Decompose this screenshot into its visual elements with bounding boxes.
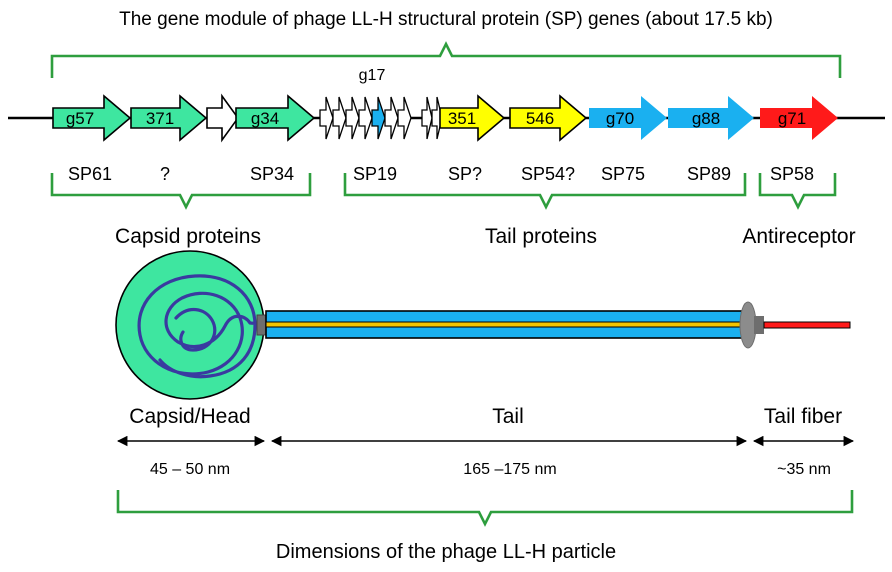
gene-g17-label: g17 [359, 67, 386, 84]
protein-label-unknown: ? [160, 164, 170, 184]
part-label-capsid: Capsid/Head [129, 405, 250, 428]
gene-label: 351 [448, 109, 476, 128]
small-gene-arrow [371, 96, 386, 140]
baseplate-connector [754, 316, 764, 334]
small-gene-arrow [421, 96, 433, 140]
size-label-capsid: 45 – 50 nm [150, 461, 230, 478]
antireceptor-bracket [758, 173, 837, 210]
gene-arrow-shape [439, 94, 506, 142]
gene-arrow-shape [668, 96, 754, 140]
gene-label: g57 [66, 109, 94, 128]
gene-arrow-shape [235, 94, 316, 142]
gene-label: g88 [692, 109, 720, 128]
tail-proteins-bracket [343, 173, 747, 210]
footer-caption: Dimensions of the phage LL-H particle [276, 541, 616, 563]
small-gene-arrow [332, 96, 347, 140]
gene-arrow-351: 351 [439, 94, 506, 142]
part-label-tail: Tail [492, 405, 524, 428]
tail-fiber [763, 321, 851, 329]
group-label-capsid: Capsid proteins [115, 225, 261, 248]
gene-arrow-g34: g34 [235, 94, 316, 142]
gene-arrow-shape [509, 94, 588, 142]
gene-arrow-shape [206, 93, 239, 143]
gene-arrow-shape [589, 96, 667, 140]
protein-label-sp61: SP61 [68, 164, 112, 184]
phage-particle [115, 250, 851, 400]
size-label-tail: 165 –175 nm [463, 461, 556, 478]
tail-tube-inner [265, 321, 749, 328]
baseplate [739, 301, 757, 349]
small-gene-arrow [384, 96, 399, 140]
gene-arrow-371: 371 [130, 94, 208, 142]
group-label-antireceptor: Antireceptor [742, 225, 855, 248]
gene-label: 371 [146, 109, 174, 128]
gene-arrow-546: 546 [509, 94, 588, 142]
particle-dimensions-bracket [116, 490, 854, 527]
capsid-proteins-bracket [50, 173, 312, 210]
gene-arrow-g88: g88 [668, 96, 754, 140]
part-label-tail-fiber: Tail fiber [764, 405, 842, 428]
protein-label-sp89: SP89 [687, 164, 731, 184]
gene-module-bracket [50, 41, 842, 78]
small-gene-arrow [319, 96, 334, 140]
small-gene-arrow [358, 96, 373, 140]
small-gene-cluster [319, 96, 443, 140]
protein-label-sp34: SP34 [250, 164, 294, 184]
small-gene-arrow [397, 96, 412, 140]
gene-arrow-white [206, 93, 239, 143]
gene-label: g71 [778, 109, 806, 128]
gene-label: 546 [526, 109, 554, 128]
protein-label-sp19: SP19 [353, 164, 397, 184]
gene-arrow-shape [52, 94, 132, 142]
protein-label-sp-unknown: SP? [448, 164, 482, 184]
diagram-title: The gene module of phage LL-H structural… [119, 9, 773, 30]
protein-label-sp75: SP75 [601, 164, 645, 184]
gene-arrow-shape [760, 96, 838, 140]
gene-label: g70 [606, 109, 634, 128]
protein-label-sp58: SP58 [770, 164, 814, 184]
gene-arrow-shape [130, 94, 208, 142]
gene-arrow-g70: g70 [589, 96, 667, 140]
gene-arrow-g57: g57 [52, 94, 132, 142]
protein-label-sp54: SP54? [521, 164, 575, 184]
gene-arrow-g71: g71 [760, 96, 838, 140]
dna-coil [137, 274, 274, 379]
gene-label: g34 [251, 109, 279, 128]
group-label-tail: Tail proteins [485, 225, 597, 248]
small-gene-arrow [345, 96, 360, 140]
size-label-tail-fiber: ~35 nm [777, 461, 831, 478]
